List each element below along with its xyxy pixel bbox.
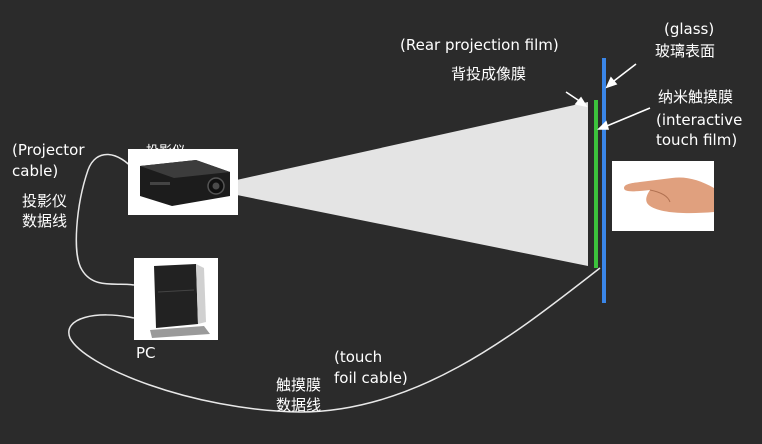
projector-cable-label-en-1: (Projector — [12, 141, 85, 160]
touch-film-label-en-1: (interactive — [656, 111, 742, 130]
projector-cable-label-cn-2: 数据线 — [22, 212, 67, 231]
touch-foil-label-en-1: (touch — [334, 348, 382, 367]
pc-image — [134, 258, 218, 340]
touch-foil-label-cn-2: 数据线 — [276, 396, 321, 415]
projector-label-cn: 投影仪 — [146, 142, 185, 161]
pc-label: PC — [136, 344, 156, 363]
arrow-touch-film — [602, 108, 650, 128]
touch-film-label-en-2: touch film) — [656, 131, 737, 150]
glass-label-cn: 玻璃表面 — [655, 42, 715, 61]
glass-label-en: (glass) — [664, 20, 714, 39]
hand-image — [612, 161, 714, 231]
arrow-glass-head — [607, 78, 616, 87]
rear-film-label-cn: 背投成像膜 — [451, 65, 526, 84]
projector-cable-label-cn-1: 投影仪 — [22, 192, 67, 211]
touch-film-label-cn: 纳米触摸膜 — [658, 88, 733, 107]
touch-foil-label-en-2: foil cable) — [334, 369, 408, 388]
projector-cable — [76, 154, 136, 285]
touch-foil-label-cn-1: 触摸膜 — [276, 376, 321, 395]
rear-film-label-en: (Rear projection film) — [400, 36, 559, 55]
projector-cable-label-en-2: cable) — [12, 162, 58, 181]
projection-beam — [232, 102, 588, 266]
